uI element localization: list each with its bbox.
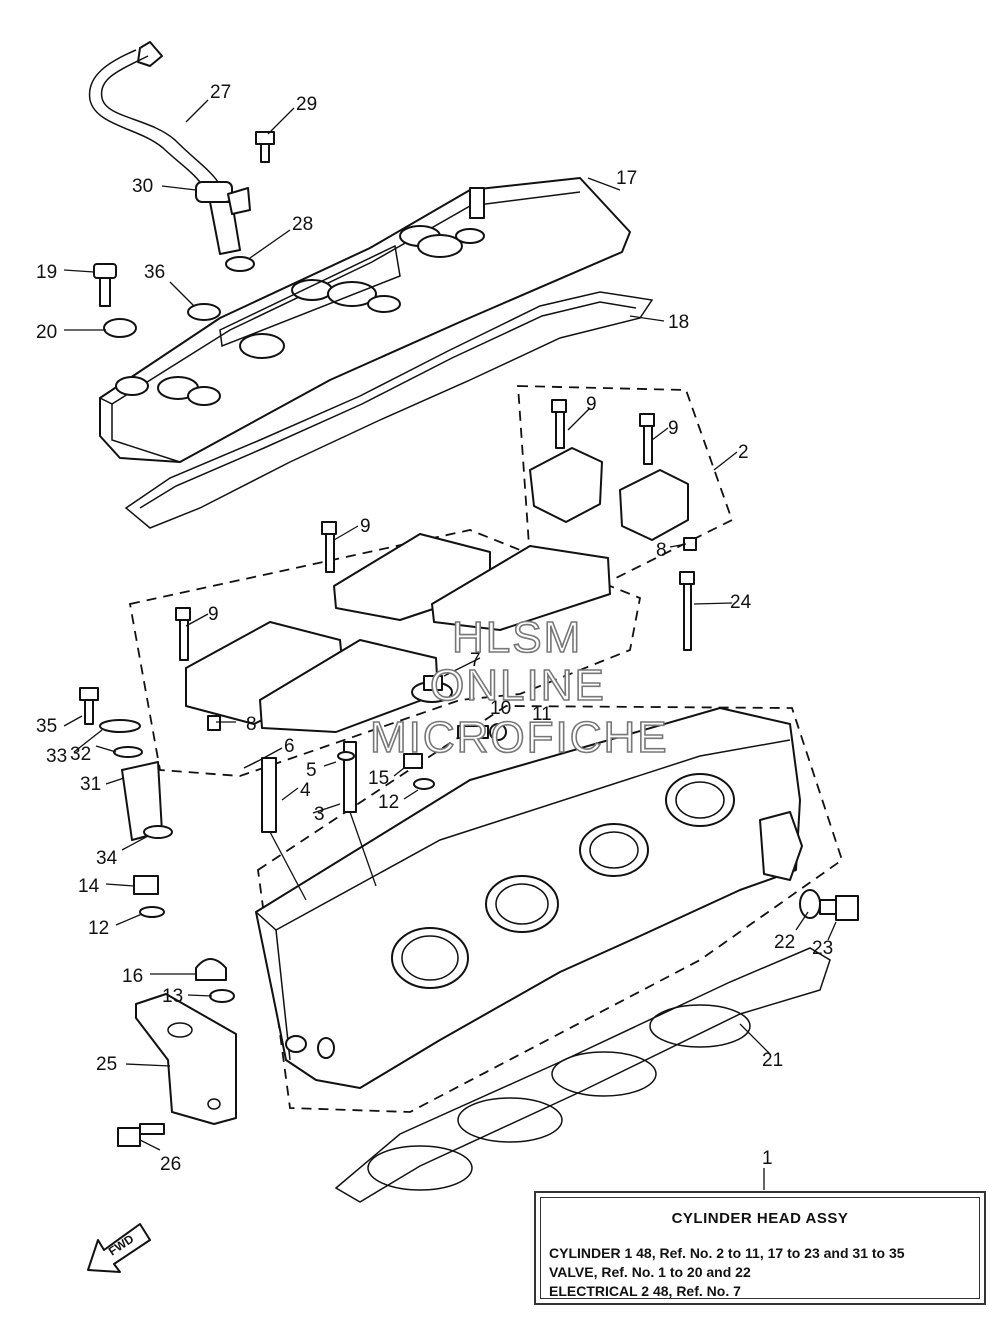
callout-26: 26 [160,1154,181,1175]
fwd-arrow-icon [87,1223,151,1273]
callout-20: 20 [36,322,57,343]
info-box: CYLINDER HEAD ASSY CYLINDER 1 48, Ref. N… [534,1191,986,1305]
info-box-line-2: VALVE, Ref. No. 1 to 20 and 22 [549,1264,751,1280]
info-box-lines: CYLINDER 1 48, Ref. No. 2 to 11, 17 to 2… [549,1244,905,1301]
callout-25: 25 [96,1054,117,1075]
callout-23: 23 [812,938,833,959]
callout-33: 33 [46,746,67,767]
bolt-35 [79,687,99,725]
callout-29: 29 [296,94,317,115]
o-ring-34 [143,825,173,839]
callout-12a: 12 [378,792,399,813]
bolt-26 [117,1123,165,1147]
callout-labels: 1 2 3 4 5 6 7 8 8 9 9 9 9 10 11 12 12 13… [36,82,833,1175]
clip-6 [243,759,261,769]
bracket-25 [135,993,237,1125]
info-box-line-3: ELECTRICAL 2 48, Ref. No. 7 [549,1283,741,1299]
washer-33 [99,719,141,733]
watermark-line-3: MICROFICHE [370,713,669,762]
callout-35: 35 [36,716,57,737]
washer-22 [799,889,821,919]
callout-5: 5 [306,760,317,781]
sensor-10-11 [457,723,507,741]
callout-14: 14 [78,876,100,897]
breather-hose [88,41,251,255]
callout-9d: 9 [208,604,219,625]
callout-9b: 9 [668,418,679,439]
washer-12-right [413,778,435,790]
callout-3: 3 [314,804,325,825]
callout-17: 17 [616,168,637,189]
bolt-24 [679,571,695,651]
valve-guide-4 [261,757,307,901]
callout-8a: 8 [246,714,257,735]
cam-cap-small-a [529,399,603,523]
leader-lines [63,99,837,1190]
callout-11: 11 [532,704,552,725]
cylinder-head-outline [257,705,844,1113]
o-ring-28 [225,256,255,272]
callout-32: 32 [70,744,91,765]
spark-plug-cap-7 [411,675,453,703]
callout-24: 24 [730,592,752,613]
cam-cap-small-b [619,413,697,551]
callout-30: 30 [132,176,153,197]
callout-21: 21 [762,1050,783,1071]
head-cover-gasket [124,291,654,529]
info-box-title: CYLINDER HEAD ASSY [671,1210,849,1227]
callout-19: 19 [36,262,57,283]
callout-18: 18 [668,312,689,333]
callout-16: 16 [122,966,143,987]
bolt-19 [93,263,117,307]
acorn-nut-16 [195,958,227,981]
callout-8b: 8 [656,540,667,561]
seal-5 [337,751,355,761]
callout-28: 28 [292,214,313,235]
callout-2: 2 [738,442,749,463]
nut-15 [403,753,423,769]
washer-32 [113,746,143,758]
washer-13 [209,989,235,1003]
plug-36 [187,303,221,321]
callout-9a: 9 [586,394,597,415]
nut-14 [133,875,159,895]
callout-31: 31 [80,774,101,795]
callout-4: 4 [300,780,311,801]
callout-22: 22 [774,932,795,953]
callout-6: 6 [284,736,295,757]
callout-9c: 9 [360,516,371,537]
cylinder-head-gasket [334,947,831,1203]
watermark: HLSM ONLINE MICROFICHE [369,612,669,763]
grommet-20 [103,318,137,338]
cam-cap-large-4 [431,545,611,631]
callout-34: 34 [96,848,118,869]
cylinder-head-cover [99,177,631,463]
info-box-inner-frame: CYLINDER HEAD ASSY CYLINDER 1 48, Ref. N… [540,1197,980,1299]
washer-12-left [139,906,165,918]
callout-13: 13 [162,986,183,1007]
info-box-line-1: CYLINDER 1 48, Ref. No. 2 to 11, 17 to 2… [549,1245,905,1261]
callout-27: 27 [210,82,231,103]
callout-7: 7 [470,650,481,671]
bolt-29 [255,131,275,163]
watermark-line-1: HLSM [452,613,582,662]
watermark-line-2: ONLINE [430,661,606,710]
callout-1: 1 [762,1148,773,1169]
cam-cap-group-outline [517,385,734,579]
callout-15: 15 [368,768,389,789]
callout-12b: 12 [88,918,109,939]
cylinder-head [255,707,803,1089]
callout-36: 36 [144,262,165,283]
bolt-23 [819,895,859,921]
callout-10: 10 [490,698,511,719]
